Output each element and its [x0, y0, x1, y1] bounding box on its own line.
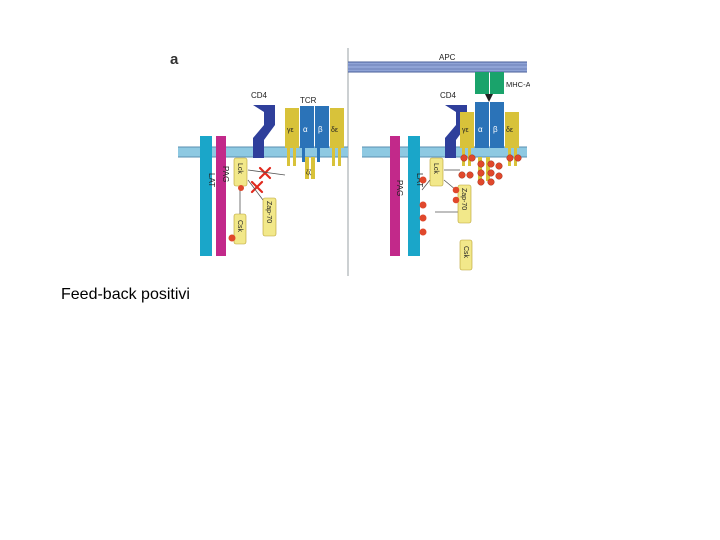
- lck-kinase-activated: Lck: [429, 157, 444, 187]
- svg-text:α: α: [303, 125, 308, 134]
- svg-text:Zap-70: Zap-70: [265, 201, 272, 223]
- zap70-kinase-activated: Zap-70: [452, 184, 472, 224]
- phospho-site: [238, 185, 244, 191]
- lck-kinase: Lck: [233, 157, 248, 187]
- mhc-antigen: MHC-Ag: [475, 72, 535, 102]
- tcr-complex: TCR γε α β δε ζζ: [285, 96, 344, 179]
- apc-membrane: APC: [348, 53, 527, 73]
- svg-text:PAG: PAG: [395, 180, 404, 196]
- svg-text:Lck: Lck: [432, 163, 439, 174]
- phospho-cluster: [458, 154, 522, 186]
- svg-text:CD4: CD4: [251, 91, 268, 100]
- signal-arrows-resting: [239, 169, 286, 218]
- svg-text:Zap-70: Zap-70: [460, 188, 467, 210]
- csk-kinase-released: Csk: [459, 239, 473, 271]
- cd4-coreceptor: CD4: [251, 91, 275, 158]
- svg-text:δε: δε: [331, 127, 338, 134]
- pag-protein-activated: PAG: [390, 136, 404, 256]
- svg-text:APC: APC: [439, 53, 456, 62]
- svg-text:Csk: Csk: [236, 220, 243, 233]
- panel-label: a: [170, 51, 179, 68]
- pag-protein: PAG: [216, 136, 230, 256]
- tcr-signaling-diagram: a LAT PAG CD4 Lck TCR γε α β: [160, 40, 535, 280]
- svg-text:PAG: PAG: [221, 166, 230, 182]
- csk-kinase: Csk: [228, 213, 247, 245]
- inhibition-cross: [250, 166, 272, 194]
- svg-text:β: β: [318, 125, 323, 134]
- lat-protein: LAT: [200, 136, 216, 256]
- svg-text:CD4: CD4: [440, 91, 457, 100]
- svg-text:α: α: [478, 125, 483, 134]
- tcr-complex-activated: γε α β δε: [460, 102, 519, 181]
- svg-text:γε: γε: [462, 127, 469, 134]
- svg-text:β: β: [493, 125, 498, 134]
- lat-protein-activated: LAT: [408, 136, 427, 256]
- svg-text:Csk: Csk: [462, 246, 469, 259]
- zap70-kinase: Zap-70: [262, 197, 277, 237]
- svg-text:γε: γε: [287, 127, 294, 134]
- caption-text: Feed-back positivi: [61, 286, 190, 303]
- svg-text:LAT: LAT: [207, 173, 216, 187]
- svg-text:δε: δε: [506, 127, 513, 134]
- svg-text:TCR: TCR: [300, 96, 317, 105]
- svg-text:ζζ: ζζ: [306, 170, 312, 176]
- svg-text:MHC-Ag: MHC-Ag: [506, 80, 530, 89]
- membrane-activated: [362, 146, 527, 158]
- svg-text:Lck: Lck: [236, 163, 243, 174]
- svg-text:LAT: LAT: [415, 173, 424, 187]
